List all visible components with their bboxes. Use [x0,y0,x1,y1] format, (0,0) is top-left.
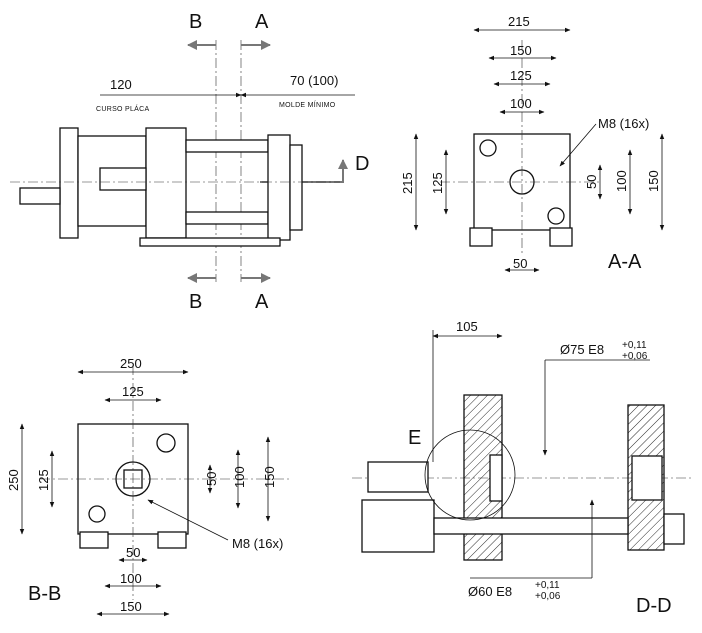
bb-pin-hole [156,433,176,453]
dd-tol-bottom-upper: +0,11 [535,580,560,591]
bb-foot-right [157,531,187,549]
dd-dim-depth: 105 [456,319,478,334]
bb-dim-top: 125 [122,384,144,399]
section-label-a-top: A [255,11,269,33]
section-label-b-bottom: B [189,291,202,313]
dd-tol-bottom-lower: +0,06 [535,591,561,602]
aa-foot-left [469,227,493,247]
aa-dim-top-3: 100 [510,96,532,111]
view-aa: 215 150 125 100 215 125 50 100 150 50 M8… [400,14,665,273]
bb-foot-left [79,531,109,549]
dd-bore-bottom: Ø60 E8 [468,584,512,599]
fixed-plate-flange [289,144,303,231]
aa-pin-hole-2 [547,207,565,225]
dd-guide-rod [433,517,629,535]
dd-bore-60 [631,455,663,501]
dd-bore-75 [489,454,503,502]
aa-pin-hole [479,139,497,157]
aa-dim-top-1: 150 [510,43,532,58]
aa-dim-left: 125 [430,172,445,194]
aa-dim-right-1: 50 [584,175,599,189]
bb-pin-hole-2 [88,505,106,523]
aa-title: A-A [608,251,642,273]
base-rail [139,237,281,247]
label-stroke: CURSO PLÁCA [96,104,150,113]
dd-rod-nut [663,513,685,545]
section-label-a-bottom: A [255,291,269,313]
view-bb: 250 125 250 125 50 100 150 50 100 150 M8… [6,356,290,617]
aa-dim-bottom: 50 [513,256,527,271]
dd-title: D-D [636,595,672,617]
cylinder-rear [19,187,61,205]
tie-bar-upper [185,139,269,153]
label-mold: MOLDE MÍNIMO [279,100,336,109]
tie-bar-lower [185,211,269,225]
dd-nozzle-block [367,461,429,493]
dd-injector-body [361,499,435,553]
bb-dim-width: 250 [120,356,142,371]
cylinder-body [99,167,147,191]
bb-dim-bottom-3: 150 [120,599,142,614]
section-label-b-top: B [189,11,202,33]
aa-dim-right-2: 100 [614,170,629,192]
dim-mold: 70 (100) [290,73,338,88]
dd-tol-top-lower: +0,06 [622,351,648,362]
bb-dim-height: 250 [6,469,21,491]
side-view: B A B A D 120 CURSO PLÁCA 70 (100) MOLDE… [10,11,369,313]
bb-dim-right-3: 150 [262,466,277,488]
bb-dim-right-2: 100 [232,466,247,488]
bb-title: B-B [28,583,61,605]
aa-foot-right [549,227,573,247]
aa-thread-note: M8 (16x) [598,116,649,131]
aa-thread-leader [559,123,597,167]
aa-dim-right-3: 150 [646,170,661,192]
aa-dim-height: 215 [400,172,415,194]
bb-dim-bottom-1: 50 [126,545,140,560]
dd-detail-circle-e [424,429,516,521]
bb-dim-left: 125 [36,469,51,491]
bb-dim-right-1: 50 [204,472,219,486]
moving-plate [145,127,187,239]
bb-thread-note: M8 (16x) [232,536,283,551]
bb-dim-bottom-2: 100 [120,571,142,586]
dd-tol-top-upper: +0,11 [622,340,647,351]
dd-detail-label: E [408,427,421,449]
fixed-plate [267,134,291,241]
view-dd: E 105 Ø75 E8 +0,11 +0,06 Ø60 E8 +0,11 +0… [352,319,694,617]
aa-dim-width: 215 [508,14,530,29]
section-label-d: D [355,153,369,175]
bb-thread-leader [147,499,229,541]
dim-stroke: 120 [110,77,132,92]
dd-bore-top: Ø75 E8 [560,342,604,357]
aa-dim-top-2: 125 [510,68,532,83]
rear-plate [59,127,79,239]
